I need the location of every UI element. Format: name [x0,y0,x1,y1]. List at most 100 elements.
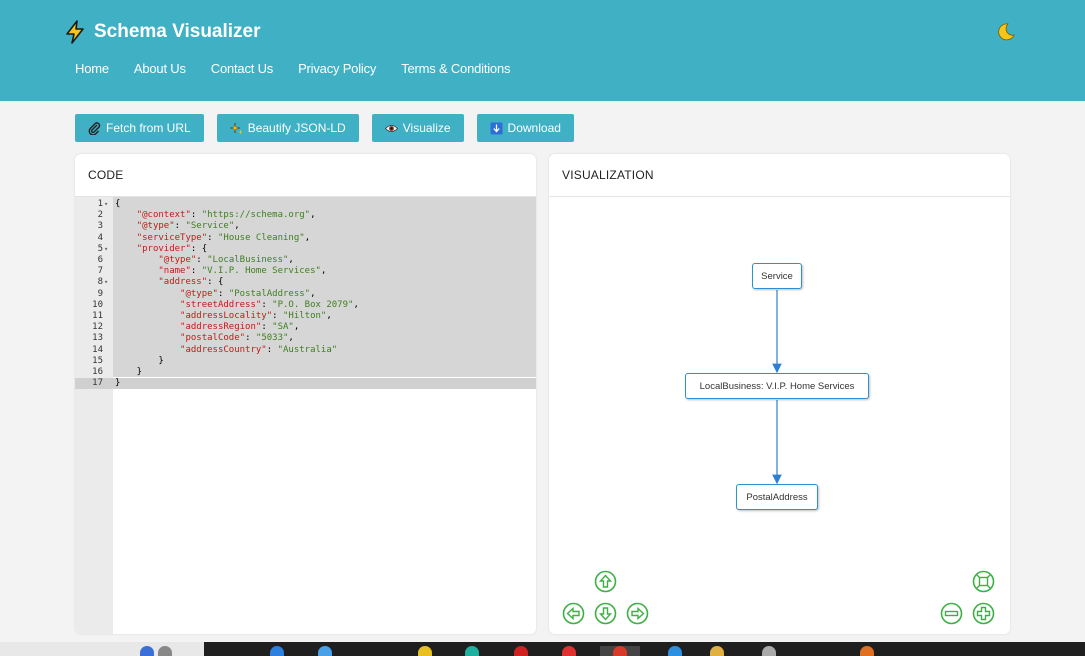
taskbar-app-icon[interactable] [710,646,724,656]
json-punctuation: , [310,210,316,221]
json-string: "Service" [185,221,235,232]
json-punctuation: : [261,299,273,310]
taskbar-app-icon[interactable] [514,646,528,656]
code-line[interactable]: 14 "addressCountry": "Australia" [75,345,536,356]
code-panel-title: CODE [88,168,124,182]
line-number: 13 [92,333,103,344]
json-punctuation: : { [190,243,208,254]
json-punctuation: : { [207,277,224,288]
json-punctuation: : [217,288,229,299]
code-line[interactable]: 16 } [75,367,536,378]
app-title: Schema Visualizer [94,21,261,42]
json-punctuation: , [288,255,294,265]
json-string: "SA" [272,322,294,333]
dark-mode-moon-icon[interactable] [996,22,1016,42]
taskbar-app-icon[interactable] [158,646,172,656]
code-text: "@type": "LocalBusiness", [115,255,294,266]
graph-canvas[interactable]: Service LocalBusiness: V.I.P. Home Servi… [549,197,1010,634]
code-line[interactable]: 6 "@type": "LocalBusiness", [75,255,536,266]
line-number: 5 [97,243,103,254]
json-punctuation [115,255,158,265]
zoom-in-icon[interactable] [972,602,995,625]
code-text: "@type": "Service", [115,221,240,232]
line-number: 3 [97,221,103,232]
taskbar-app-icon[interactable] [140,646,154,656]
json-string: "V.I.P. Home Services" [201,266,321,277]
fold-toggle-icon[interactable]: ▾ [104,244,109,253]
visualize-label: Visualize [402,121,451,135]
toolbar: Fetch from URL Beautify JSON-LD Visualiz… [75,114,574,142]
fetch-from-url-button[interactable]: Fetch from URL [75,114,204,142]
json-punctuation: , [353,299,359,310]
code-text: { [115,199,120,210]
taskbar-app-icon[interactable] [668,646,682,656]
code-line[interactable]: 8▾ "address": { [75,277,536,288]
json-string: "https://schema.org" [201,210,311,221]
fold-toggle-icon[interactable]: ▾ [104,200,109,208]
graph-node-localbusiness[interactable]: LocalBusiness: V.I.P. Home Services [685,373,869,399]
taskbar-app-icon[interactable] [613,646,627,656]
line-number: 17 [92,378,103,389]
fold-toggle-icon[interactable]: ▾ [104,278,109,287]
taskbar-app-icon[interactable] [318,646,332,656]
pan-left-icon[interactable] [562,602,585,625]
beautify-json-ld-button[interactable]: Beautify JSON-LD [216,114,359,142]
code-line[interactable]: 4 "serviceType": "House Cleaning", [75,233,536,244]
nav-terms-conditions[interactable]: Terms & Conditions [401,61,511,76]
taskbar-app-icon[interactable] [418,646,432,656]
zoom-out-icon[interactable] [940,602,963,625]
json-string: "LocalBusiness" [207,255,289,265]
code-line[interactable]: 10 "streetAddress": "P.O. Box 2079", [75,300,536,311]
code-text: "addressLocality": "Hilton", [115,311,332,322]
nav-contact-us[interactable]: Contact Us [210,61,274,76]
taskbar-app-icon[interactable] [562,646,576,656]
json-key: "@context" [136,210,191,221]
code-text: "@type": "PostalAddress", [115,288,315,300]
visualize-button[interactable]: Visualize [371,114,464,142]
main-nav: Home About Us Contact Us Privacy Policy … [75,61,535,76]
download-button[interactable]: Download [476,114,574,142]
sparkles-icon [229,122,243,134]
nav-home[interactable]: Home [75,61,109,76]
pan-down-icon[interactable] [594,602,617,625]
line-number: 4 [97,232,103,243]
graph-node-postaladdress[interactable]: PostalAddress [736,484,818,510]
json-string: "5033" [255,333,289,344]
nav-about-us[interactable]: About Us [133,61,186,76]
code-line[interactable]: 12 "addressRegion": "SA", [75,322,536,333]
code-line[interactable]: 7 "name": "V.I.P. Home Services", [75,266,536,277]
code-line[interactable]: 5▾ "provider": { [75,244,536,255]
download-arrow-icon [490,122,503,134]
code-line[interactable]: 13 "postalCode": "5033", [75,333,536,344]
line-number: 8 [97,277,103,288]
code-line[interactable]: 9 "@type": "PostalAddress", [75,289,536,300]
json-punctuation: : [207,232,218,243]
json-code-editor[interactable]: 1▾{2 "@context": "https://schema.org",3 … [75,197,536,634]
taskbar-app-icon[interactable] [270,646,284,656]
json-punctuation: , [234,221,240,232]
code-panel: CODE 1▾{2 "@context": "https://schema.or… [75,154,536,634]
code-line[interactable]: 15 } [75,356,536,367]
fit-to-screen-icon[interactable] [972,570,995,593]
code-text: "serviceType": "House Cleaning", [115,233,310,244]
line-number: 11 [92,311,103,321]
graph-node-service[interactable]: Service [752,263,802,289]
json-punctuation: : [261,322,273,333]
line-number: 14 [92,344,103,355]
taskbar-app-icon[interactable] [860,646,874,656]
code-line[interactable]: 3 "@type": "Service", [75,221,536,232]
nav-privacy-policy[interactable]: Privacy Policy [298,61,377,76]
code-line[interactable]: 17} [75,378,536,390]
pan-up-icon[interactable] [594,570,617,593]
taskbar-app-icon[interactable] [762,646,776,656]
os-taskbar [0,642,1085,656]
json-key: "postalCode" [180,333,246,344]
brand[interactable]: Schema Visualizer [64,20,261,44]
pan-right-icon[interactable] [626,602,649,625]
code-line[interactable]: 1▾{ [75,199,536,210]
paperclip-icon [88,121,101,135]
code-line[interactable]: 11 "addressLocality": "Hilton", [75,311,536,322]
line-number: 10 [92,299,103,310]
code-line[interactable]: 2 "@context": "https://schema.org", [75,210,536,221]
taskbar-app-icon[interactable] [465,646,479,656]
